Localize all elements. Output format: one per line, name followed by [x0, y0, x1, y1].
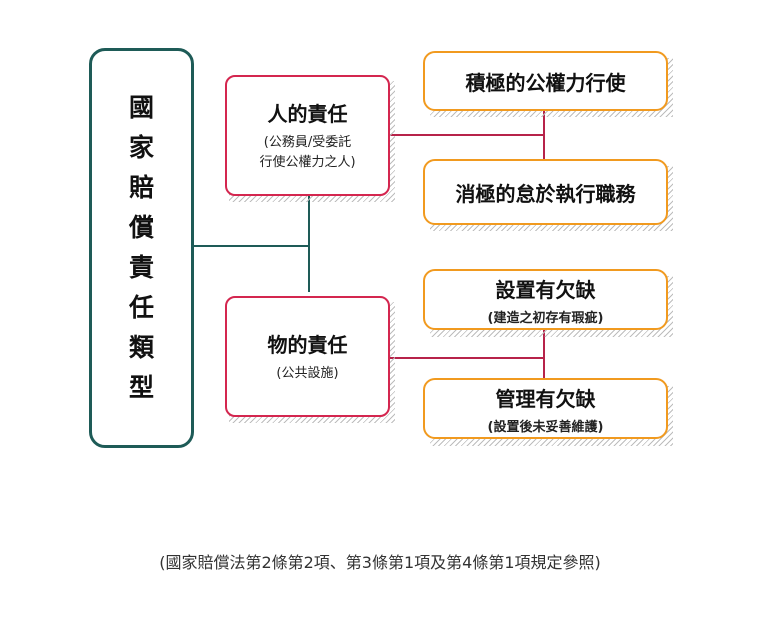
- legal-citation-footer: (國家賠償法第2條第2項、第3條第1項及第4條第1項規定參照): [159, 553, 601, 572]
- object-connector: [389, 357, 544, 359]
- object-item-2-subtitle: (設置後未妥善維護): [487, 419, 604, 435]
- root-char: 償: [128, 213, 154, 242]
- person-item-passive-neglect: 消極的怠於執行職務: [423, 159, 668, 225]
- object-item-management-defect: 管理有欠缺 (設置後未妥善維護): [423, 378, 668, 439]
- object-item-1-title: 設置有欠缺: [495, 277, 596, 302]
- root-char: 任: [128, 293, 154, 322]
- person-items-connector: [543, 111, 545, 159]
- person-item-active-exercise: 積極的公權力行使: [423, 51, 668, 111]
- root-char: 家: [128, 133, 154, 162]
- person-responsibility-subtitle: (公務員/受委託 行使公權力之人): [259, 133, 355, 173]
- branch-connector-vertical: [308, 196, 310, 292]
- object-item-2-title: 管理有欠缺: [495, 386, 596, 411]
- person-subtitle-line-1: (公務員/受委託: [263, 135, 352, 150]
- object-item-1-subtitle: (建造之初存有瑕疵): [487, 310, 604, 326]
- root-char: 型: [128, 373, 154, 402]
- root-char: 賠: [128, 173, 154, 202]
- object-items-connector: [543, 330, 545, 378]
- object-responsibility-title: 物的責任: [267, 333, 348, 357]
- object-responsibility-subtitle: (公共設施): [276, 366, 339, 381]
- root-char: 責: [128, 253, 154, 282]
- root-box-national-compensation-types: 國 家 賠 償 責 任 類 型: [89, 48, 194, 448]
- person-item-1-title: 積極的公權力行使: [465, 70, 626, 95]
- root-connector: [192, 245, 309, 247]
- person-responsibility-title: 人的責任: [267, 102, 348, 126]
- root-char: 國: [128, 93, 154, 122]
- person-subtitle-line-2: 行使公權力之人): [259, 155, 356, 170]
- object-item-installation-defect: 設置有欠缺 (建造之初存有瑕疵): [423, 269, 668, 330]
- object-responsibility-box: 物的責任 (公共設施): [225, 296, 390, 417]
- person-item-2-title: 消極的怠於執行職務: [455, 181, 636, 206]
- person-responsibility-box: 人的責任 (公務員/受委託 行使公權力之人): [225, 75, 390, 196]
- root-char: 類: [128, 333, 154, 362]
- person-connector: [389, 134, 544, 136]
